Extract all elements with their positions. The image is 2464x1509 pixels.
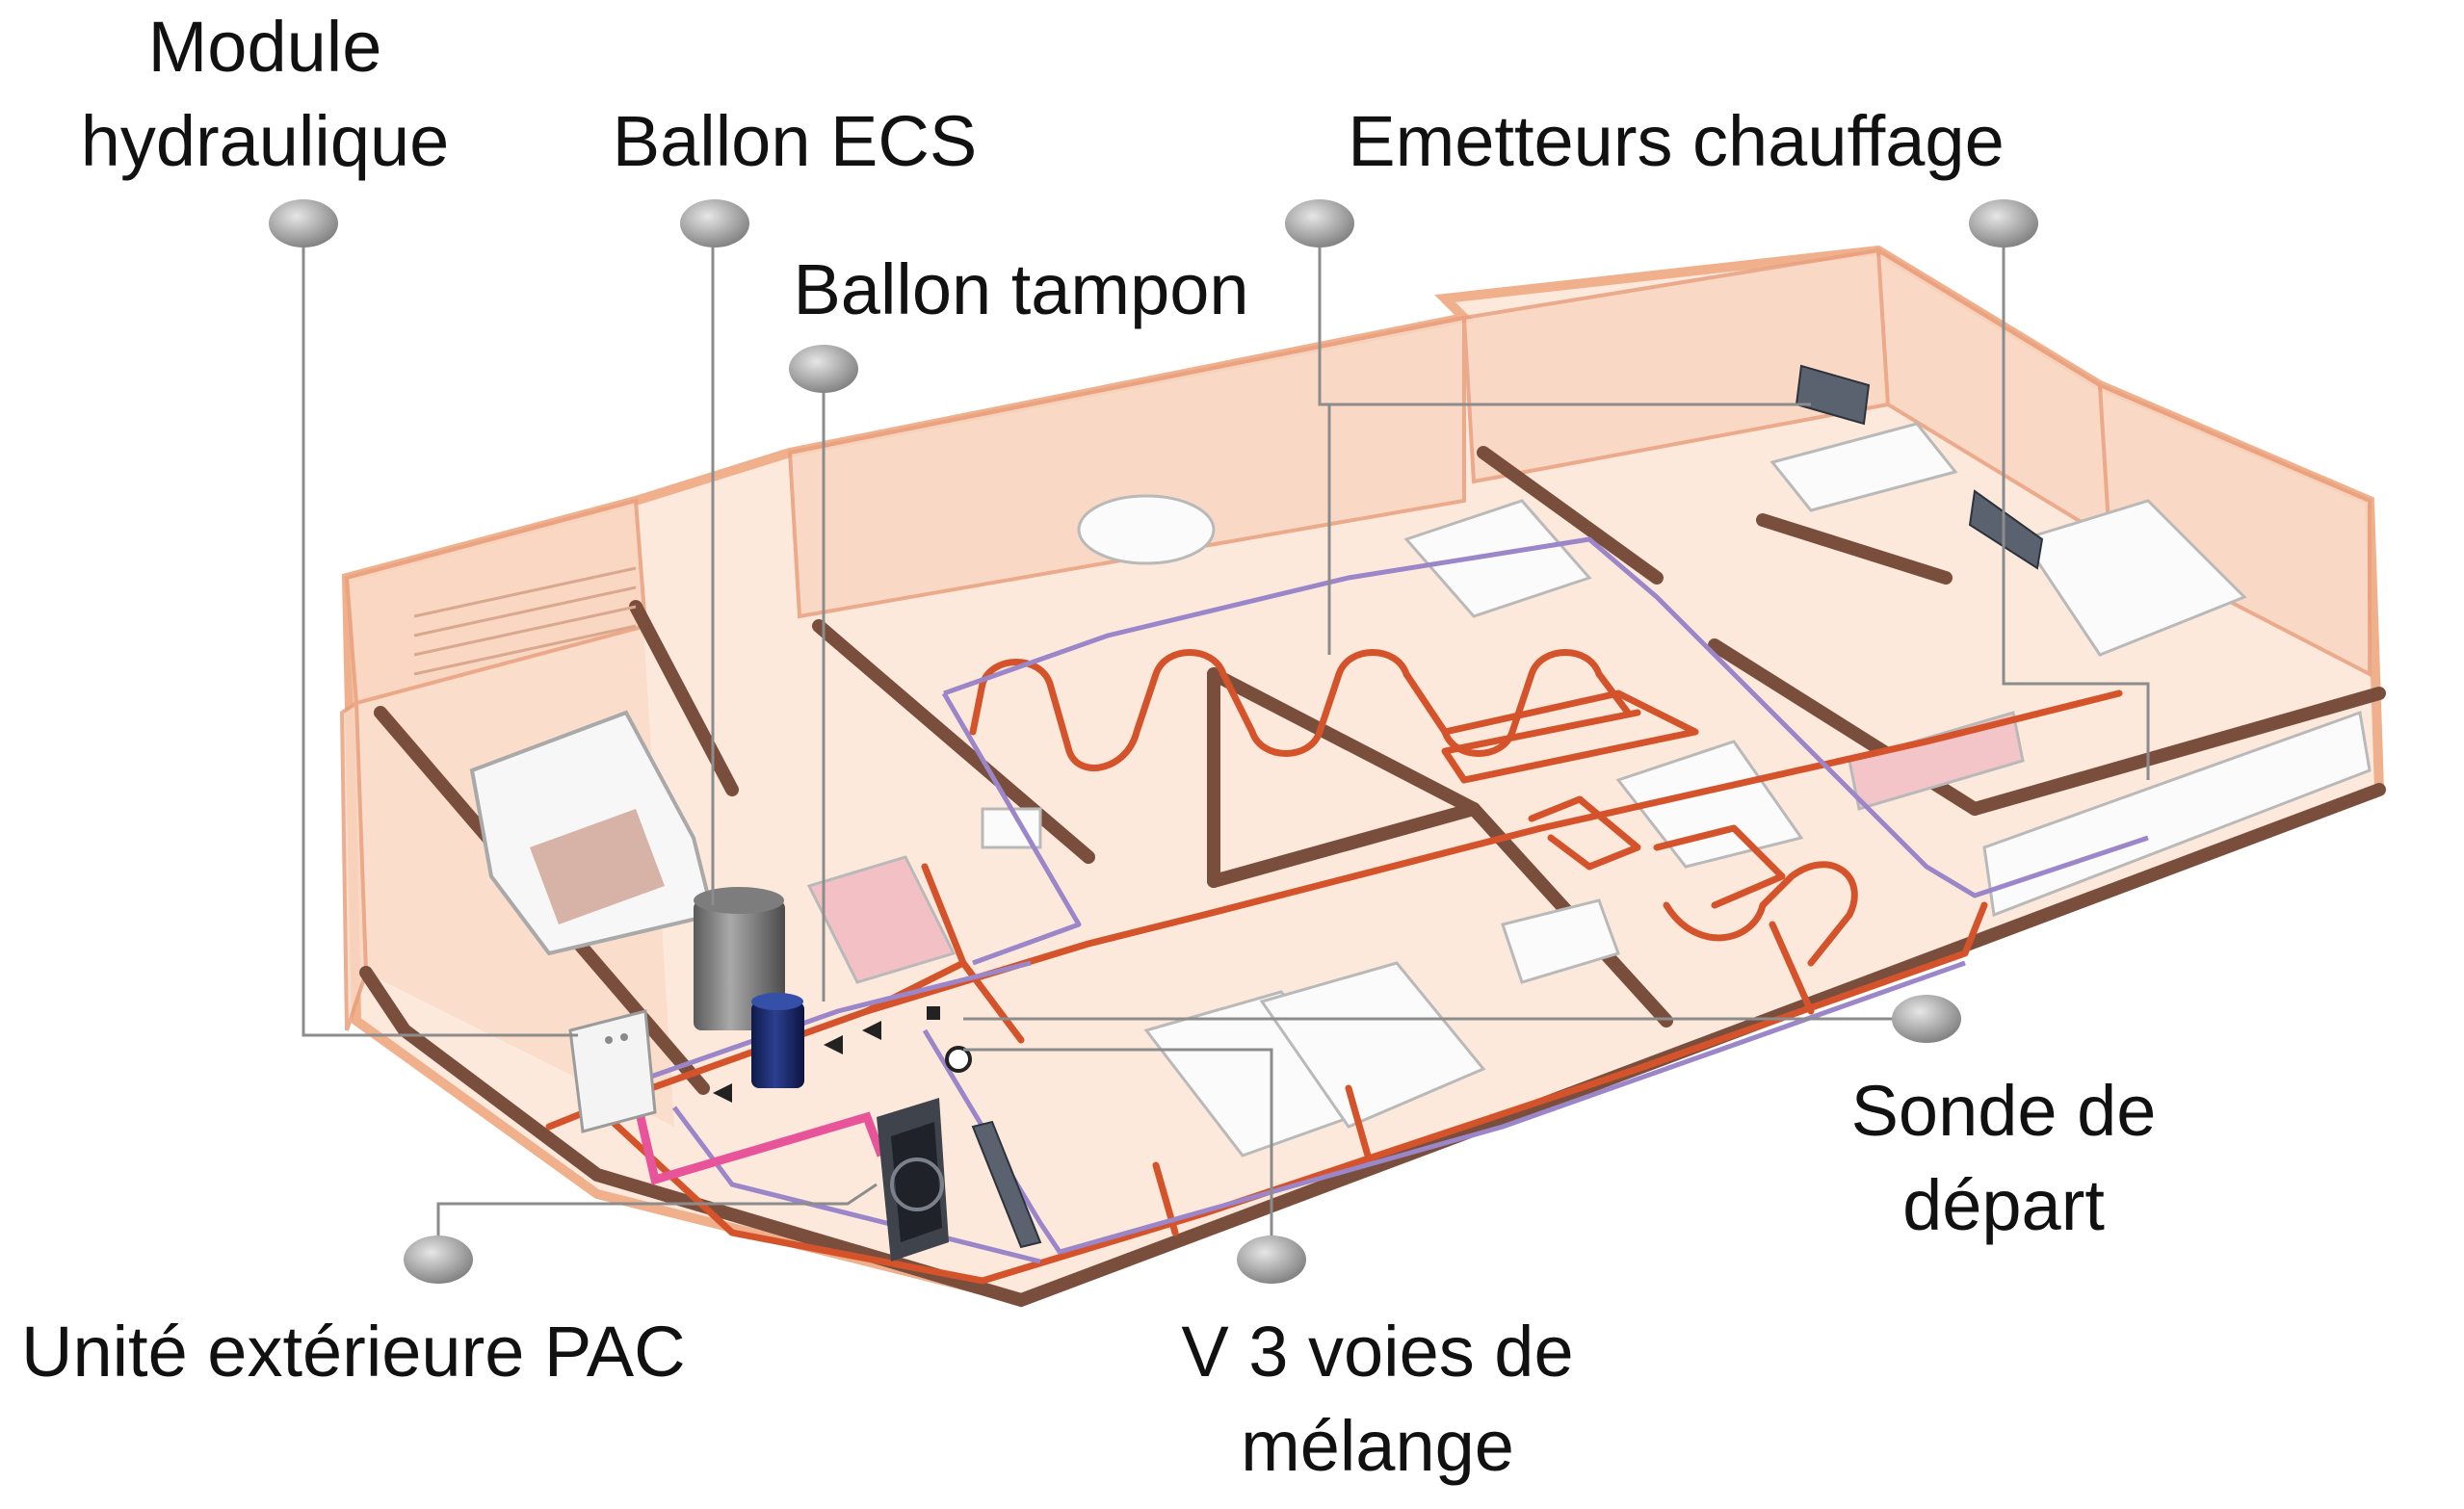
marker-unite-exterieure bbox=[404, 1236, 473, 1284]
marker-sonde-depart bbox=[1892, 995, 1961, 1043]
marker-ballon-ecs bbox=[680, 199, 749, 247]
label-ballon-ecs: Ballon ECS bbox=[612, 101, 978, 181]
label-v3-line2: mélange bbox=[1241, 1406, 1514, 1486]
radiators bbox=[971, 364, 2044, 1249]
house-walls bbox=[339, 247, 2372, 1031]
buffer-tank-icon bbox=[751, 993, 804, 1088]
label-sonde-line1: Sonde de bbox=[1850, 1071, 2157, 1151]
label-sonde-line2: départ bbox=[1902, 1165, 2105, 1245]
pump-icon bbox=[713, 1021, 881, 1103]
marker-v3-voies bbox=[1237, 1236, 1306, 1284]
label-v3-line1: V 3 voies de bbox=[1181, 1312, 1574, 1392]
heat-pump-outdoor-unit-icon bbox=[877, 1098, 949, 1262]
label-module-hydraulique-line2: hydraulique bbox=[80, 101, 450, 181]
label-unite-exterieure-pac: Unité extérieure PAC bbox=[21, 1312, 686, 1392]
label-v3-voies: V 3 voies de mélange bbox=[1108, 1305, 1647, 1494]
leader-lines bbox=[301, 224, 2150, 1252]
hydraulic-module-icon bbox=[568, 1009, 657, 1133]
refrigerant-line bbox=[636, 1111, 886, 1185]
marker-module-hydraulique bbox=[269, 199, 338, 247]
label-module-hydraulique: Module hydraulique bbox=[39, 0, 491, 189]
label-emetteurs-chauffage: Emetteurs chauffage bbox=[1348, 101, 2005, 181]
marker-emetteurs-2 bbox=[1969, 199, 2038, 247]
marker-ballon-tampon bbox=[789, 345, 858, 393]
label-sonde-de-depart: Sonde de départ bbox=[1811, 1064, 2196, 1253]
three-way-valve-icon bbox=[927, 1006, 972, 1073]
marker-emetteurs-1 bbox=[1285, 199, 1354, 247]
label-ballon-tampon: Ballon tampon bbox=[793, 249, 1249, 329]
label-module-hydraulique-line1: Module bbox=[147, 7, 382, 87]
garage-car bbox=[413, 566, 716, 956]
furniture bbox=[806, 422, 2372, 1158]
